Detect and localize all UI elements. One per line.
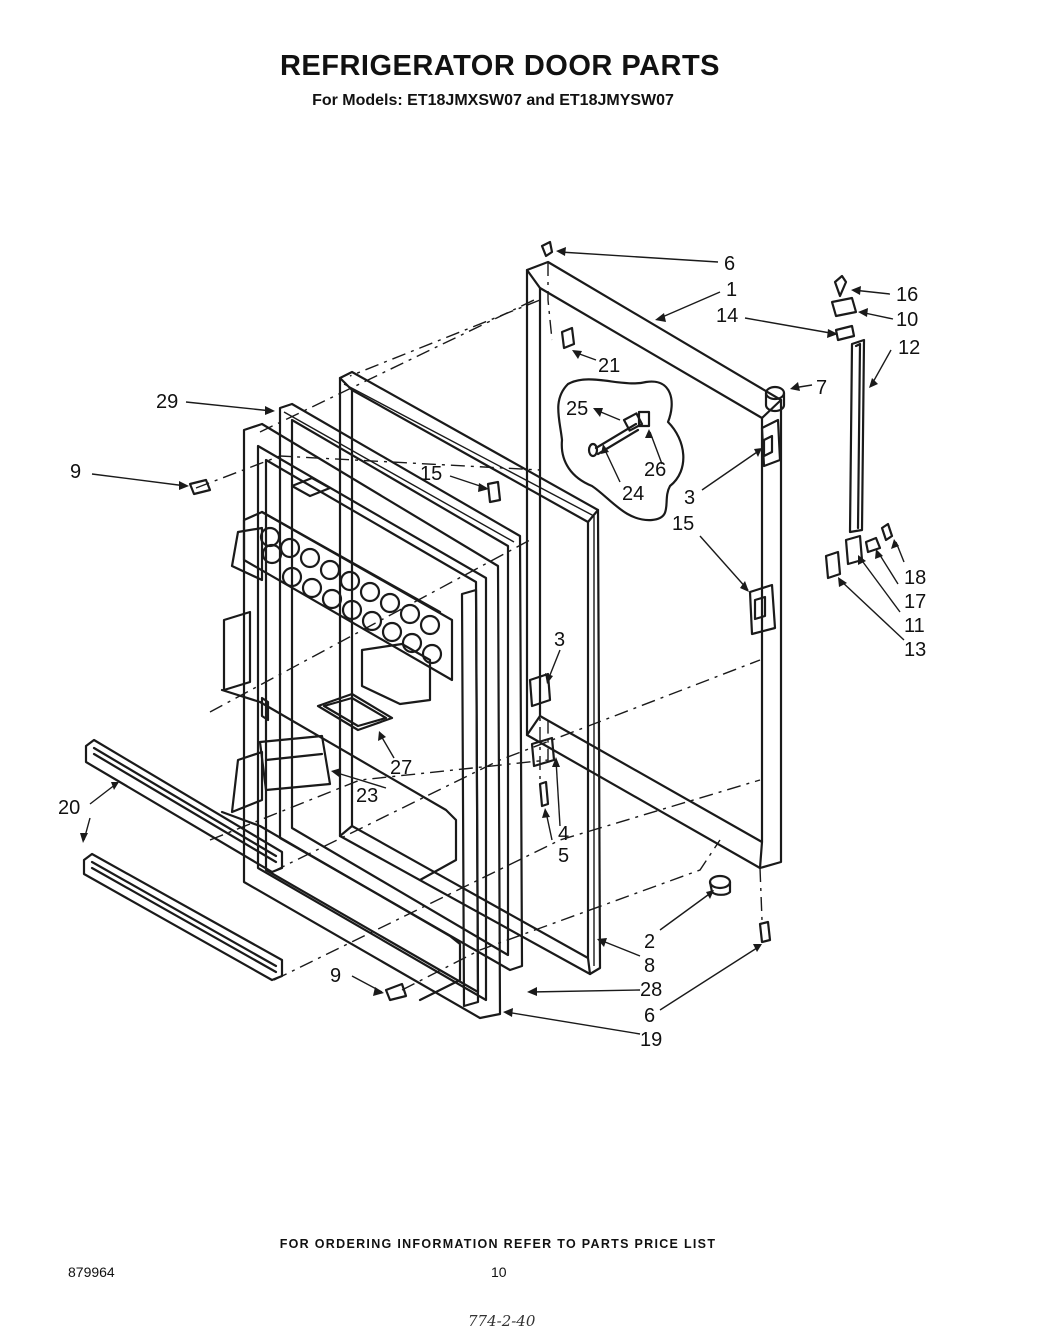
callout-6-top: 6 bbox=[724, 253, 735, 275]
callout-15-left: 15 bbox=[420, 463, 442, 485]
callout-17: 17 bbox=[904, 591, 926, 613]
callout-26: 26 bbox=[644, 459, 666, 481]
callout-5: 5 bbox=[558, 845, 569, 867]
callout-12: 12 bbox=[898, 337, 920, 359]
arrowheads bbox=[80, 247, 899, 1017]
callout-21: 21 bbox=[598, 355, 620, 377]
callout-18: 18 bbox=[904, 567, 926, 589]
hinge-hardware bbox=[824, 274, 894, 580]
callout-6-bottom: 6 bbox=[644, 1005, 655, 1027]
page-title: REFRIGERATOR DOOR PARTS bbox=[279, 50, 721, 82]
callout-numbers: 6 1 16 14 10 12 21 7 29 25 26 24 3 9 15 … bbox=[58, 253, 926, 1051]
callout-8: 8 bbox=[644, 955, 655, 977]
ordering-note: FOR ORDERING INFORMATION REFER TO PARTS … bbox=[279, 1237, 717, 1251]
callout-1: 1 bbox=[726, 279, 737, 301]
callout-7: 7 bbox=[816, 377, 827, 399]
callout-14: 14 bbox=[716, 305, 738, 327]
egg-tray bbox=[259, 526, 443, 665]
callout-9-bottom: 9 bbox=[330, 965, 341, 987]
callout-2: 2 bbox=[644, 931, 655, 953]
handwritten-mark: 774-2-40 bbox=[468, 1312, 536, 1330]
callout-3-right: 3 bbox=[684, 487, 695, 509]
page-number: 10 bbox=[491, 1264, 507, 1280]
callout-20: 20 bbox=[58, 797, 80, 819]
assembly-lines bbox=[195, 262, 763, 991]
small-fasteners bbox=[188, 240, 772, 1002]
callout-28: 28 bbox=[640, 979, 662, 1001]
callout-13: 13 bbox=[904, 639, 926, 661]
callout-15-right: 15 bbox=[672, 513, 694, 535]
callout-23: 23 bbox=[356, 785, 378, 807]
callout-4: 4 bbox=[558, 823, 569, 845]
shelf-rail-lower bbox=[82, 852, 284, 982]
callout-3-center: 3 bbox=[554, 629, 565, 651]
callout-27: 27 bbox=[390, 757, 412, 779]
callout-10: 10 bbox=[896, 309, 918, 331]
inner-liner bbox=[220, 422, 502, 1020]
callout-16: 16 bbox=[896, 284, 918, 306]
callout-11: 11 bbox=[904, 615, 925, 637]
door-gasket bbox=[338, 370, 602, 976]
outer-door-panel bbox=[525, 260, 786, 870]
callout-25: 25 bbox=[566, 398, 588, 420]
callout-9-top: 9 bbox=[70, 461, 81, 483]
model-subtitle: For Models: ET18JMXSW07 and ET18JMYSW07 bbox=[312, 92, 674, 109]
shelf-rail-upper bbox=[84, 738, 284, 874]
cutaway-detail bbox=[557, 378, 685, 522]
callout-29: 29 bbox=[156, 391, 178, 413]
callout-19: 19 bbox=[640, 1029, 662, 1051]
document-number: 879964 bbox=[68, 1264, 115, 1280]
callout-24: 24 bbox=[622, 483, 644, 505]
